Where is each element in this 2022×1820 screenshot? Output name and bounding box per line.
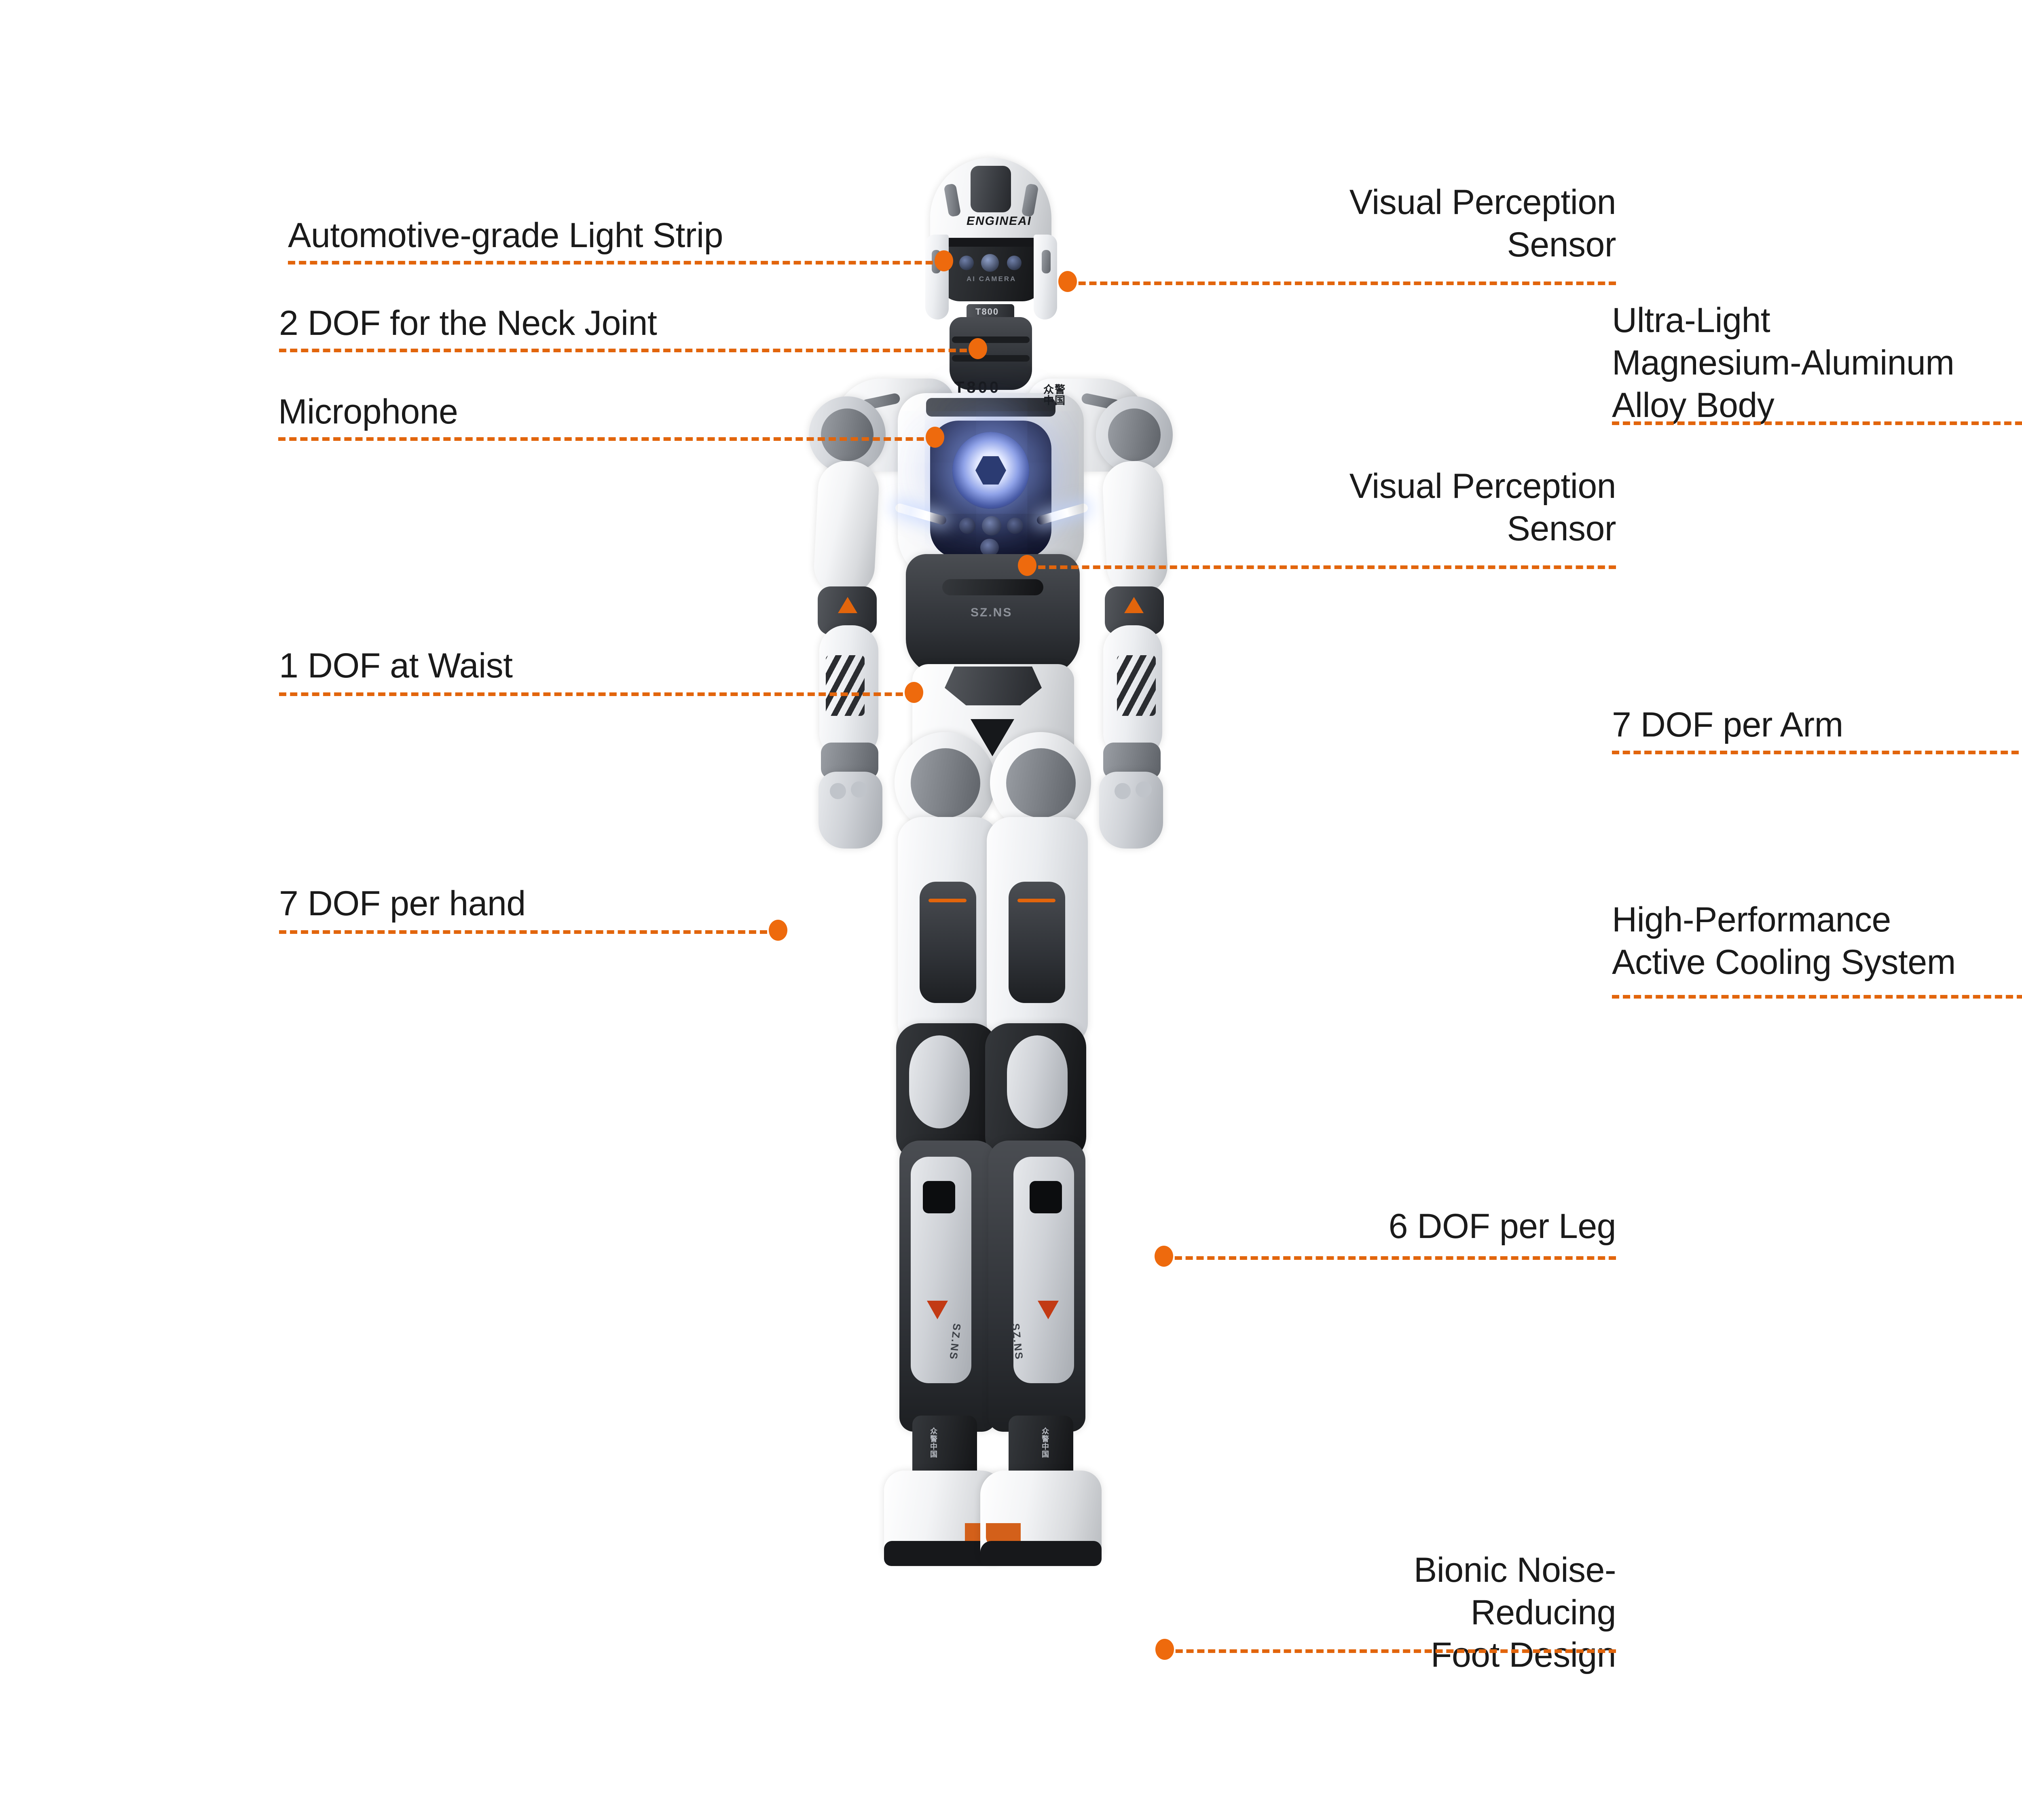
marker-vision-head [1058, 271, 1077, 292]
helmet-top-vent [971, 166, 1011, 212]
leader-cooling [1612, 995, 2022, 999]
knuckle-right-2 [1136, 781, 1152, 798]
knuckle-left-2 [851, 781, 867, 798]
hip-disc-right [1006, 748, 1076, 818]
forearm-vent-left [826, 655, 865, 716]
label-vision-chest: Visual Perception Sensor [1349, 467, 1616, 548]
face-cheek-left [925, 235, 949, 320]
marker-vision-chest [1018, 555, 1036, 576]
marker-microphone [926, 427, 944, 448]
marker-neck-dof [969, 338, 987, 359]
marker-waist-dof [905, 682, 923, 703]
leader-leg-dof [1164, 1256, 1616, 1260]
leader-microphone [278, 437, 935, 441]
visor-brow [937, 238, 1046, 247]
ai-camera-decal: AI CAMERA [967, 275, 1017, 283]
upper-arm-right [1101, 459, 1169, 596]
shoulder-joint-disc-right [1108, 408, 1161, 461]
hand-left [819, 772, 882, 849]
camera-lens-right [1007, 256, 1022, 270]
label-neck-dof: 2 DOF for the Neck Joint [279, 304, 657, 343]
foot-sole-right [980, 1541, 1102, 1566]
abdomen-vent [942, 579, 1043, 595]
label-vision-head: Visual Perception Sensor [1349, 183, 1616, 264]
leader-hand-dof [279, 930, 778, 934]
thigh-accent-left [929, 899, 967, 902]
label-cooling: High-Performance Active Cooling System [1612, 900, 1956, 982]
label-foot-design: Bionic Noise-Reducing Foot Design [1413, 1551, 1616, 1674]
marker-hand-dof [769, 920, 787, 941]
neck-ring-2 [952, 355, 1030, 362]
chest-sensor-a [959, 518, 975, 534]
chest-sensor-b [982, 516, 1001, 535]
label-alloy-body: Ultra-Light Magnesium-Aluminum Alloy Bod… [1612, 301, 1954, 425]
leader-vision-head [1068, 281, 1616, 285]
hip-disc-left [911, 748, 980, 818]
chin-model-decal: T800 [975, 307, 999, 317]
chest-sensor-c [1007, 518, 1023, 534]
ankle-cn-left: 众警中国 [930, 1427, 938, 1458]
label-leg-dof: 6 DOF per Leg [1388, 1207, 1616, 1246]
label-hand-dof: 7 DOF per hand [279, 884, 526, 923]
chest-cn-decal: 众警中国 [1043, 383, 1066, 407]
neck-ring-1 [952, 336, 1030, 343]
thigh-accent-right [1017, 899, 1055, 902]
robot-rear-view: ENGINEAI ENGINEAI ENGINEAI [2002, 162, 2022, 1682]
label-light-strip: Automotive-grade Light Strip [288, 216, 723, 255]
label-microphone: Microphone [278, 392, 458, 431]
shoulder-joint-disc-left [821, 408, 874, 461]
shin-window-right [1030, 1181, 1062, 1213]
shin-window-left [923, 1181, 955, 1213]
chest-sensor-d [980, 539, 999, 557]
leader-foot-design [1165, 1649, 1616, 1653]
cheek-vent-right [1042, 250, 1051, 273]
knuckle-right-1 [1115, 783, 1131, 799]
upper-arm-left [812, 459, 880, 596]
knee-cap-right [1007, 1035, 1068, 1128]
label-arm-dof: 7 DOF per Arm [1612, 705, 1843, 744]
leader-neck-dof [279, 349, 978, 352]
abdomen-mark-decal: SZ.NS [971, 606, 1013, 619]
hand-right [1099, 772, 1163, 849]
leader-alloy-body [1612, 421, 2022, 425]
camera-lens-center [981, 254, 999, 272]
marker-light-strip [935, 250, 953, 271]
leader-light-strip [288, 261, 944, 265]
robot-front-view: ENGINEAI AI CAMERA T800 T800 众警中国 SZ.NS [687, 154, 1294, 1682]
forearm-vent-right [1117, 655, 1156, 716]
helmet-brand-decal: ENGINEAI [967, 214, 1032, 228]
leader-vision-chest [1027, 565, 1616, 569]
ankle-cn-right: 众警中国 [1042, 1427, 1050, 1458]
neck-column [950, 317, 1032, 390]
abdomen-shell [906, 554, 1080, 675]
leader-arm-dof [1612, 751, 2022, 754]
pelvis-top-vent [945, 667, 1042, 705]
camera-lens-left [959, 256, 974, 270]
marker-foot-design [1155, 1639, 1174, 1660]
chest-top-vent [926, 398, 1055, 417]
knuckle-left-1 [830, 783, 846, 799]
marker-leg-dof [1155, 1246, 1173, 1267]
knee-cap-left [909, 1035, 970, 1128]
chest-model-decal: T800 [954, 379, 1001, 396]
face-cheek-right [1034, 235, 1057, 320]
leader-waist-dof [279, 692, 914, 696]
chest-emblem-hex [975, 456, 1006, 485]
label-waist-dof: 1 DOF at Waist [279, 646, 513, 685]
